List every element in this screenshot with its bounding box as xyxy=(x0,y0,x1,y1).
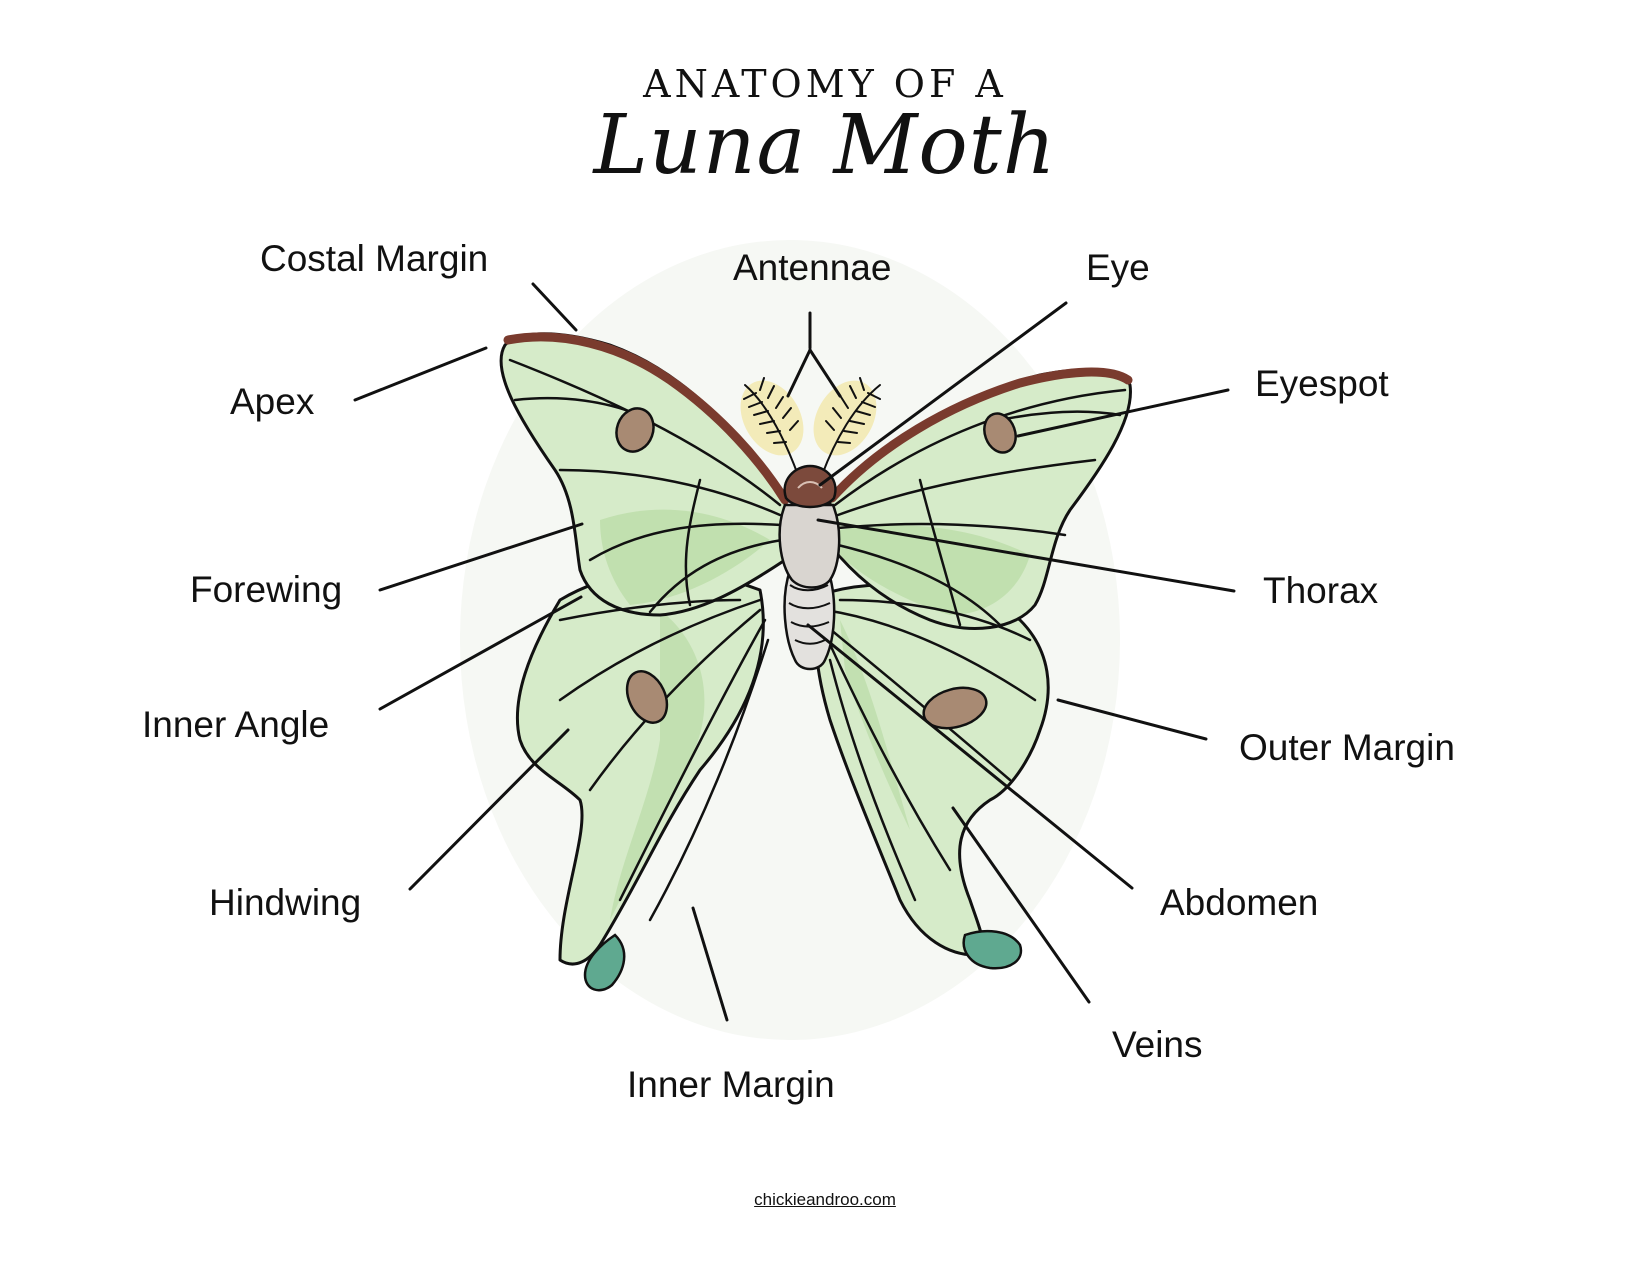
antennae-drawing xyxy=(740,377,881,476)
leader-inner-margin xyxy=(691,906,729,1022)
title-kicker: ANATOMY OF A xyxy=(643,62,1007,106)
thorax-drawing xyxy=(778,503,841,589)
leader-abdomen xyxy=(806,623,1134,890)
left-tail xyxy=(583,933,626,992)
leader-antennae-right xyxy=(808,348,842,398)
label-antennae: Antennae xyxy=(733,247,892,288)
right-tail xyxy=(962,929,1023,970)
leader-forewing xyxy=(378,522,584,592)
label-veins: Veins xyxy=(1112,1024,1203,1065)
leader-veins xyxy=(951,806,1091,1004)
leader-antennae-left xyxy=(786,348,812,398)
leader-eyespot xyxy=(1016,388,1230,438)
leader-apex xyxy=(353,346,488,402)
leader-costal-margin xyxy=(531,282,578,332)
left-forewing-eyespot xyxy=(615,407,655,453)
page-title: Luna Moth xyxy=(593,98,1057,193)
wing-veins xyxy=(508,358,1127,922)
leader-thorax xyxy=(816,518,1236,593)
eyespots xyxy=(615,407,1017,730)
leader-hindwing xyxy=(408,728,570,891)
label-inner-margin: Inner Margin xyxy=(627,1064,835,1105)
leader-inner-angle xyxy=(378,595,583,711)
label-eyespot: Eyespot xyxy=(1255,363,1389,404)
label-thorax: Thorax xyxy=(1263,570,1379,611)
abdomen-drawing xyxy=(783,568,836,671)
label-costal-margin: Costal Margin xyxy=(260,238,489,279)
right-forewing-eyespot xyxy=(983,412,1017,454)
label-apex: Apex xyxy=(230,381,315,422)
left-hindwing-eyespot xyxy=(625,670,669,724)
right-hindwing-eyespot xyxy=(922,686,988,730)
head-drawing xyxy=(783,464,837,509)
leader-eye xyxy=(818,301,1068,487)
left-hindwing xyxy=(515,570,765,966)
label-eye: Eye xyxy=(1086,247,1150,288)
left-costal-margin xyxy=(503,332,790,505)
left-hindwing-shade xyxy=(610,610,705,920)
label-inner-angle: Inner Angle xyxy=(142,704,330,745)
leader-lines xyxy=(353,282,1236,1022)
leader-outer-margin xyxy=(1056,698,1208,741)
label-outer-margin: Outer Margin xyxy=(1239,727,1455,768)
right-hindwing-shade xyxy=(840,620,910,830)
label-hindwing: Hindwing xyxy=(209,882,362,923)
right-costal-margin xyxy=(827,367,1133,503)
label-forewing: Forewing xyxy=(190,569,343,610)
footer-link[interactable]: chickieandroo.com xyxy=(754,1190,896,1209)
label-abdomen: Abdomen xyxy=(1160,882,1319,923)
